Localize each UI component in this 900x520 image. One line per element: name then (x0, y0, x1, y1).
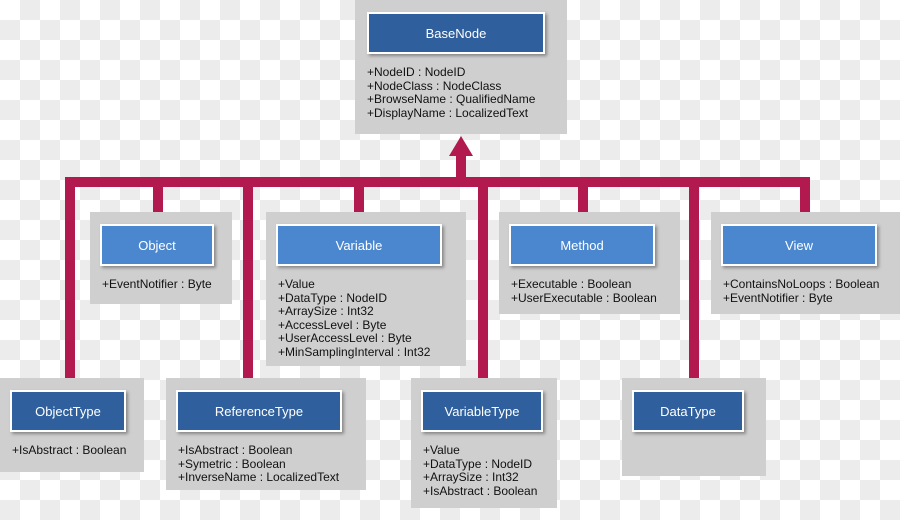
attribute: +DataType : NodeID (423, 456, 533, 471)
variable-title: Variable (276, 224, 442, 266)
referencetype-attributes: +IsAbstract : Boolean +Symetric : Boolea… (178, 443, 340, 485)
attribute: +Executable : Boolean (511, 277, 632, 291)
datatype-title: DataType (632, 390, 744, 432)
attribute: +AccessLevel : Byte (278, 317, 387, 332)
referencetype-class-box: ReferenceType +IsAbstract : Boolean +Sym… (166, 378, 366, 490)
objecttype-class-box: ObjectType +IsAbstract : Boolean (0, 378, 144, 472)
attribute: +Value (278, 277, 315, 291)
attribute: +ContainsNoLoops : Boolean (723, 277, 880, 291)
inheritance-arrowhead (449, 136, 473, 156)
variabletype-class-box: VariableType +Value +DataType : NodeID +… (411, 378, 557, 508)
variable-attributes: +Value +DataType : NodeID +ArraySize : I… (278, 277, 431, 359)
attribute: +IsAbstract : Boolean (423, 483, 538, 498)
attribute: +EventNotifier : Byte (102, 277, 212, 291)
object-title: Object (100, 224, 214, 266)
object-class-box: Object +EventNotifier : Byte (90, 212, 232, 304)
attribute: +InverseName : LocalizedText (178, 470, 340, 484)
view-title: View (721, 224, 877, 266)
attribute: +DataType : NodeID (278, 290, 388, 305)
attribute: +IsAbstract : Boolean (12, 443, 127, 457)
attribute: +MinSamplingInterval : Int32 (278, 344, 431, 359)
objecttype-title: ObjectType (10, 390, 126, 432)
attribute: +UserExecutable : Boolean (511, 290, 657, 305)
attribute: +EventNotifier : Byte (723, 290, 833, 305)
variable-class-box: Variable +Value +DataType : NodeID +Arra… (266, 212, 466, 366)
basenode-title: BaseNode (367, 12, 545, 54)
attribute: +IsAbstract : Boolean (178, 443, 293, 457)
attribute: +ArraySize : Int32 (423, 470, 519, 484)
attribute: +Value (423, 443, 460, 457)
basenode-attributes: +NodeID : NodeID +NodeClass : NodeClass … (367, 65, 536, 120)
object-attributes: +EventNotifier : Byte (102, 277, 212, 292)
attribute: +ArraySize : Int32 (278, 304, 374, 318)
method-class-box: Method +Executable : Boolean +UserExecut… (499, 212, 680, 314)
view-class-box: View +ContainsNoLoops : Boolean +EventNo… (711, 212, 900, 314)
method-attributes: +Executable : Boolean +UserExecutable : … (511, 277, 657, 305)
method-title: Method (509, 224, 655, 266)
variabletype-attributes: +Value +DataType : NodeID +ArraySize : I… (423, 443, 538, 498)
attribute: +DisplayName : LocalizedText (367, 105, 529, 120)
basenode-class-box: BaseNode +NodeID : NodeID +NodeClass : N… (355, 0, 567, 134)
referencetype-title: ReferenceType (176, 390, 342, 432)
attribute: +UserAccessLevel : Byte (278, 331, 412, 345)
attribute: +Symetric : Boolean (178, 456, 286, 471)
datatype-class-box: DataType (622, 378, 766, 476)
attribute: +NodeClass : NodeClass (367, 78, 502, 93)
view-attributes: +ContainsNoLoops : Boolean +EventNotifie… (723, 277, 880, 305)
attribute: +NodeID : NodeID (367, 65, 466, 79)
attribute: +BrowseName : QualifiedName (367, 92, 536, 106)
objecttype-attributes: +IsAbstract : Boolean (12, 443, 127, 458)
variabletype-title: VariableType (421, 390, 543, 432)
